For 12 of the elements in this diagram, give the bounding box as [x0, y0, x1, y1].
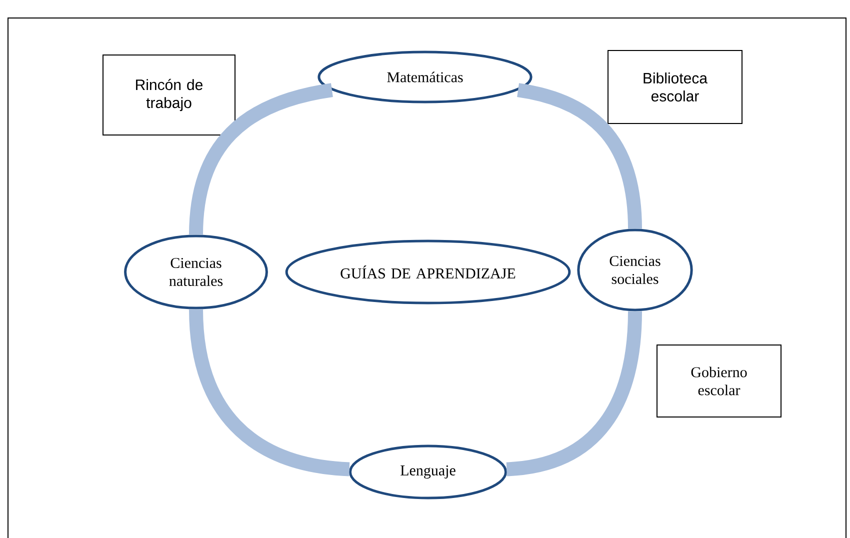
text-box: Gobierno escolar: [656, 344, 782, 418]
ring-segment: [189, 83, 334, 236]
ellipse-node: Ciencias naturales: [124, 234, 268, 310]
text-box: Biblioteca escolar: [608, 50, 743, 124]
ring-segment: [516, 83, 642, 229]
text-box: Rincón de trabajo: [102, 54, 236, 136]
ellipse-node: Lenguaje: [348, 444, 508, 500]
ring-segment: [506, 311, 642, 476]
ellipse-node: Ciencias sociales: [577, 228, 693, 312]
ellipse-node: Matemáticas: [318, 50, 532, 104]
ring-segment: [189, 308, 350, 476]
ellipse-node: GUÍAS DE APRENDIZAJE: [285, 240, 571, 304]
